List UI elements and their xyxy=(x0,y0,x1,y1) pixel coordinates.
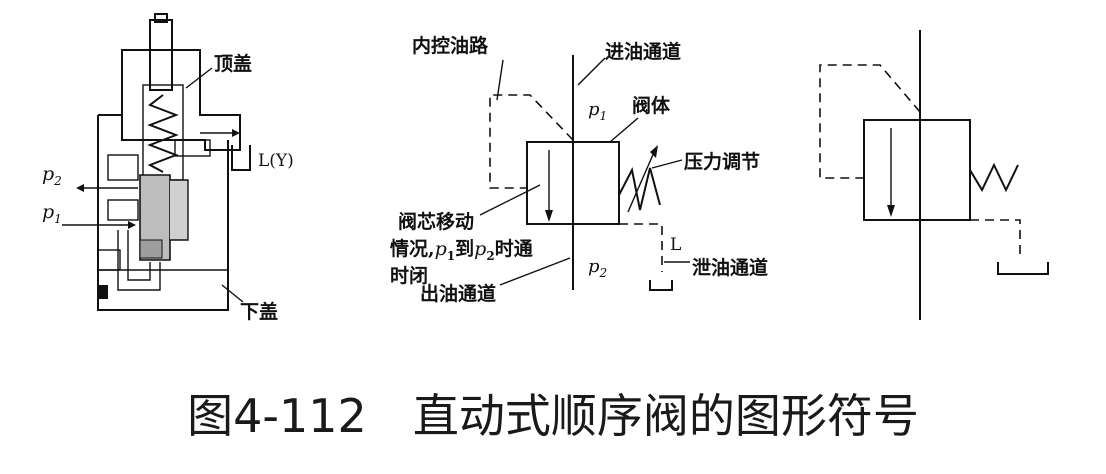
label-pressure-adjust: 压力调节 xyxy=(684,150,760,173)
drain-tank xyxy=(649,280,673,291)
label-spool-move-1: 阀芯移动 xyxy=(398,210,474,233)
right-drain-line xyxy=(970,219,1021,258)
plug xyxy=(98,285,108,299)
label-outlet-channel: 出油通道 xyxy=(420,282,496,305)
spool xyxy=(139,174,171,261)
annotated-symbol: 内控油路 进油通道 p1 阀体 压力调节 阀芯移动 情况,p1到p2时通 时闭 … xyxy=(390,34,768,305)
label-top-cover: 顶盖 xyxy=(214,52,252,75)
drain-line xyxy=(619,223,663,272)
valve-body-square xyxy=(526,141,620,225)
stem-tip xyxy=(154,13,168,23)
figure-caption: 图4-112 直动式顺序阀的图形符号 xyxy=(187,389,919,443)
right-spring xyxy=(969,162,1019,193)
right-spool-arrow xyxy=(887,205,895,217)
p1-arrow xyxy=(128,221,136,229)
label-internal-pilot: 内控油路 xyxy=(412,34,489,57)
label-p2: p2 xyxy=(42,163,62,188)
valve-cross-section: 顶盖 L(Y) p2 p1 下盖 xyxy=(42,13,294,323)
drain-tank-symbol xyxy=(231,145,251,171)
adjust-stem xyxy=(149,19,173,91)
spring-chamber xyxy=(142,84,184,181)
label-spool-move-2: 情况,p1到p2时通 xyxy=(390,237,534,263)
spring xyxy=(147,94,179,173)
label-mid-p1: p1 xyxy=(588,99,607,123)
spool-arrow xyxy=(545,210,553,222)
right-pilot-line xyxy=(819,64,921,179)
right-drain-tank xyxy=(997,262,1049,275)
p2-arrow xyxy=(76,184,84,192)
label-valve-body: 阀体 xyxy=(632,94,671,117)
top-cover xyxy=(121,49,241,151)
right-valve-square xyxy=(863,119,971,221)
label-drain-channel: 泄油通道 xyxy=(692,256,768,279)
standard-symbol xyxy=(819,30,1049,320)
adjust-spring xyxy=(618,167,661,211)
label-p1: p1 xyxy=(42,201,62,226)
valve-body-outline xyxy=(97,114,229,311)
label-inlet-channel: 进油通道 xyxy=(605,40,681,63)
label-bottom-cover: 下盖 xyxy=(240,300,278,323)
label-port-L: L xyxy=(670,235,681,255)
label-drain-port: L(Y) xyxy=(258,151,294,171)
label-mid-p2: p2 xyxy=(588,256,607,280)
label-spool-move-3: 时闭 xyxy=(390,265,428,287)
